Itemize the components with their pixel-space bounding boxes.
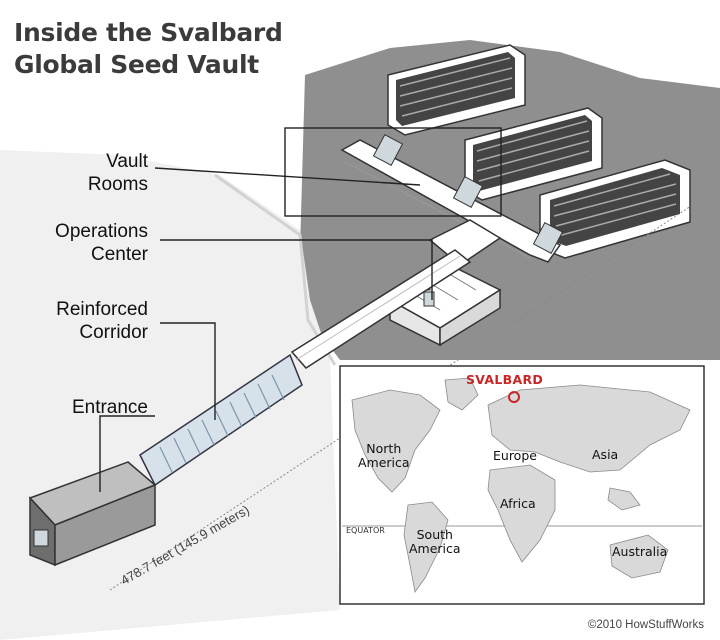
label-entrance: Entrance [71,397,148,418]
callout-lines [99,127,502,492]
diagram-title-line-1: Inside the Svalbard [14,18,283,47]
map-label-south-america: South America [409,528,461,556]
map-label-svalbard: SVALBARD [466,372,544,387]
map-label-south-america-line-1: South [416,527,453,542]
copyright-credit: ©2010 HowStuffWorks [587,619,704,631]
map-label-north-america-line-1: North [366,441,402,456]
map-label-south-america-line-2: America [409,541,461,556]
map-label-australia: Australia [612,544,668,559]
map-label-north-america: North America [358,442,410,470]
africa-shape [487,464,556,563]
label-reinforced-corridor: Reinforced Corridor [10,298,148,344]
vault-room-2 [464,107,603,201]
reinforced-corridor-tube [290,249,472,369]
entrance-portal [28,461,157,567]
label-operations-center: Operations Center [10,220,148,266]
label-vault-rooms-line-2: Rooms [87,174,148,195]
svalbard-marker [508,391,520,403]
label-reinforced-corridor-line-2: Corridor [79,322,148,343]
label-vault-rooms-line-1: Vault [106,151,148,172]
vault-room-3 [539,159,691,259]
eurasia-shape [487,384,691,473]
map-label-north-america-line-2: America [358,455,410,470]
label-operations-center-line-2: Center [90,244,148,265]
map-label-asia: Asia [592,447,619,462]
south-america-shape [403,501,449,593]
diagram-title-line-2: Global Seed Vault [14,50,259,79]
southeast-asia-shape [607,487,641,511]
label-vault-rooms: Vault Rooms [40,150,148,196]
vault-room-1 [387,44,526,136]
north-america-shape [351,389,441,493]
map-label-africa: Africa [500,496,536,511]
greenland-shape [444,377,479,411]
map-label-equator: EQUATOR [346,526,385,535]
world-map-inset [339,365,705,605]
map-label-europe: Europe [493,448,537,463]
label-operations-center-line-1: Operations [55,221,148,242]
label-reinforced-corridor-line-1: Reinforced [56,299,148,320]
australia-shape [609,534,669,579]
